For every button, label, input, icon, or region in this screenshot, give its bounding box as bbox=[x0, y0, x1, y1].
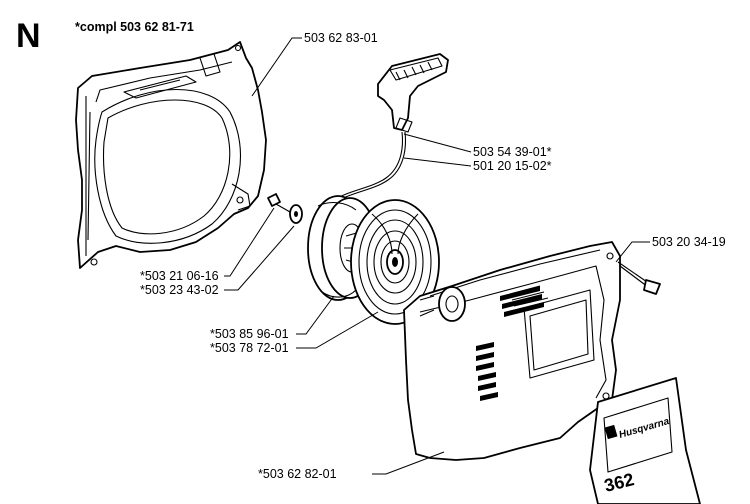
label-starter-handle: 503 54 39-01* bbox=[473, 145, 552, 159]
label-fan-housing: 503 62 83-01 bbox=[304, 31, 378, 45]
pulley-washer-part bbox=[289, 204, 303, 224]
section-letter: N bbox=[16, 17, 41, 55]
pulley-screw-part bbox=[267, 193, 291, 213]
label-starter-cover: *503 62 82-01 bbox=[258, 467, 337, 481]
label-starter-cord: 501 20 15-02* bbox=[473, 159, 552, 173]
header-note: *compl 503 62 81-71 bbox=[75, 20, 194, 34]
label-starter-pulley: *503 85 96-01 bbox=[210, 327, 289, 341]
label-cover-screw: 503 20 34-19 bbox=[652, 235, 726, 249]
starter-cover-part bbox=[403, 241, 621, 461]
decal-part: Husqvarna 362 bbox=[589, 377, 701, 504]
label-recoil-spring: *503 78 72-01 bbox=[210, 341, 289, 355]
starter-handle-part bbox=[377, 53, 449, 133]
starter-cord-part bbox=[333, 131, 407, 203]
leader-lines bbox=[224, 37, 650, 475]
label-pulley-washer: *503 23 43-02 bbox=[140, 283, 219, 297]
recoil-spring-part bbox=[350, 199, 440, 325]
cover-screw-part bbox=[617, 261, 661, 295]
fan-housing-part bbox=[75, 41, 267, 269]
label-pulley-screw: *503 21 06-16 bbox=[140, 269, 219, 283]
